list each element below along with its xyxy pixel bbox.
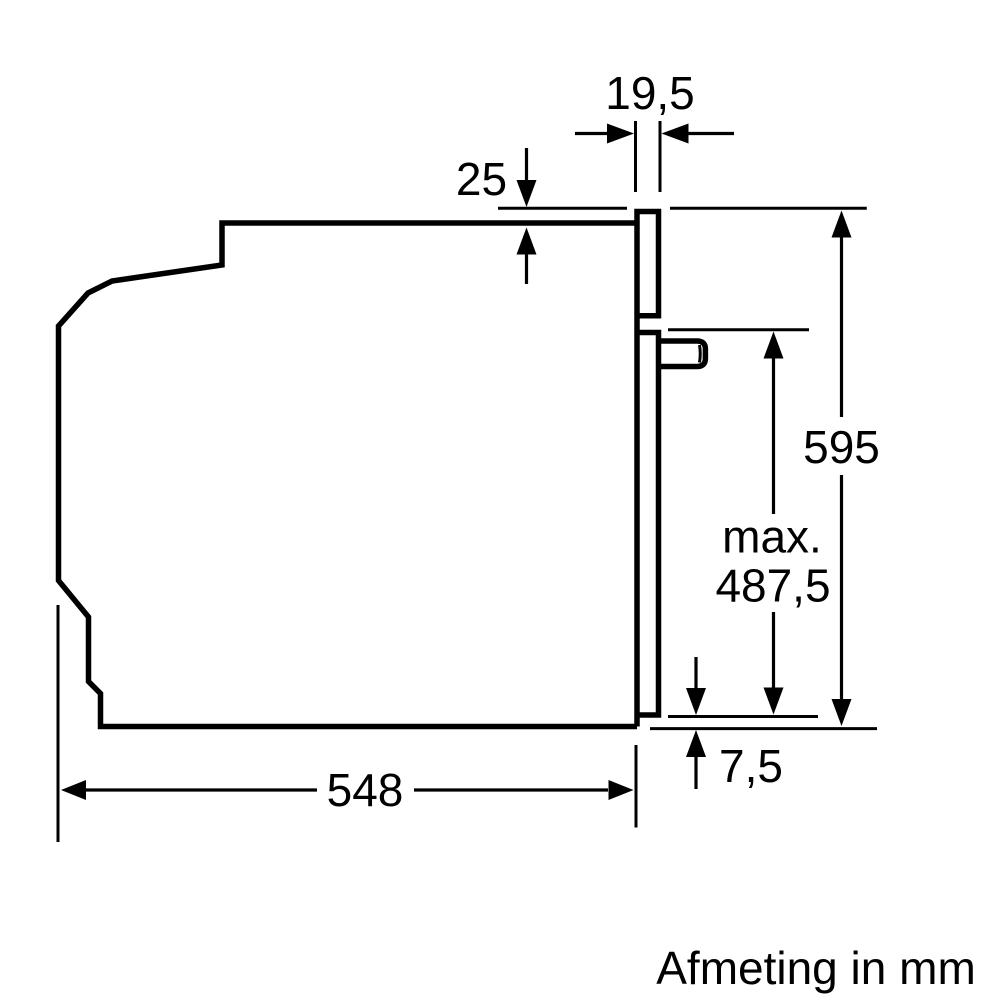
dimension-label-total-height: 595 [803,421,880,473]
arrowhead-body-depth-left [61,780,86,800]
dimension-label-top-overhang: 25 [456,153,507,205]
arrowhead-body-depth-right [608,780,634,800]
door-panel [634,208,662,727]
arrowhead-top-overhang-down [516,180,537,207]
arrowhead-door-height-top [763,331,784,359]
diagram-caption: Afmeting in mm [656,942,976,994]
dimension-label-bottom-clearance: 7,5 [719,740,783,792]
dimension-label-door-height: 487,5 [715,560,830,612]
arrowhead-bottom-clearance-down [686,688,706,715]
door-handle-end-seam [698,344,702,363]
arrowhead-panel-thickness-right [661,123,689,144]
dimension-label-body-depth: 548 [327,764,404,816]
dimension-label-panel-thickness: 19,5 [605,67,695,119]
arrowhead-door-height-bottom [763,687,784,715]
arrowhead-total-height-top [831,210,852,238]
arrowhead-panel-thickness-left [607,123,634,144]
arrowhead-top-overhang-up [516,227,537,255]
oven-body-outline [55,220,637,730]
arrowhead-bottom-clearance-up [686,730,706,757]
arrowhead-total-height-bottom [831,699,852,726]
door-handle [660,338,709,370]
dimension-label-door-height-prefix: max. [722,511,822,563]
